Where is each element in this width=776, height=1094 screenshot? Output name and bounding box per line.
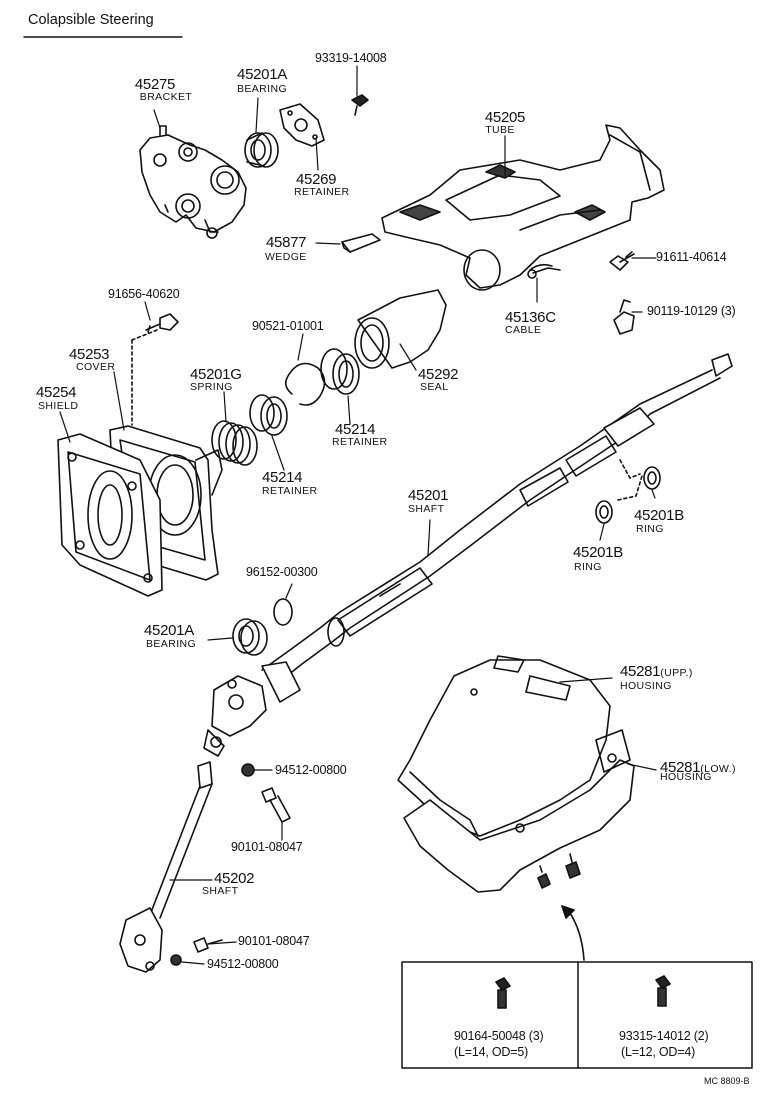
part-45205-number: 45205: [484, 109, 526, 126]
part-45281-upper-number: 45281: [620, 663, 661, 680]
part-45281-lower-caption: HOUSING: [660, 771, 712, 783]
inset-screw-left-drawing: [495, 977, 511, 1009]
part-90101-upper-number: 90101-08047: [231, 840, 303, 854]
part-45201a-lower-number: 45201A: [144, 622, 194, 639]
part-45136c-caption: CABLE: [505, 324, 542, 336]
intermediate-shaft-drawing: [119, 761, 213, 973]
part-91656-number: 91656-40620: [108, 287, 180, 301]
bolt-90119-drawing: [613, 299, 635, 335]
ring-left-drawing: [595, 500, 613, 524]
nut-upper-drawing: [241, 763, 255, 777]
part-45136c-number: 45136C: [505, 309, 556, 326]
part-45205-caption: TUBE: [485, 124, 515, 136]
part-45269-caption: RETAINER: [294, 186, 350, 198]
inset-screw-right-drawing: [655, 975, 671, 1007]
part-45292-caption: SEAL: [420, 381, 449, 393]
seal-drawing: [354, 289, 447, 369]
part-90119-number: 90119-10129 (3): [647, 304, 736, 318]
bearing-lower-drawing: [232, 618, 268, 656]
main-shaft-drawing: [261, 353, 733, 687]
part-45201g-caption: SPRING: [190, 381, 233, 393]
bearing-top-drawing: [244, 132, 279, 168]
cover-shield-drawing: [57, 425, 223, 597]
part-94512-upper-number: 94512-00800: [275, 763, 347, 777]
retainer-plate-drawing: [279, 103, 325, 147]
part-96152-number: 96152-00300: [246, 565, 318, 579]
part-45214-right-number: 45214: [335, 421, 376, 438]
retainer-ring-right-drawing: [320, 348, 360, 395]
part-45253-number: 45253: [69, 346, 110, 363]
part-45214-right-caption: RETAINER: [332, 436, 388, 448]
ring-right-drawing: [643, 466, 661, 490]
inset-right-spec: (L=12, OD=4): [621, 1045, 696, 1059]
retainer-ring-left-drawing: [249, 394, 288, 436]
part-45275-number: 45275: [134, 76, 176, 93]
inset-left-spec: (L=14, OD=5): [454, 1045, 529, 1059]
inset-box: [401, 961, 753, 1069]
part-45201g-number: 45201G: [190, 366, 242, 383]
bolt-91611-drawing: [609, 251, 635, 271]
figure-code: MC 8809-B: [704, 1076, 750, 1086]
part-45214-left-number: 45214: [262, 469, 303, 486]
housing-screw-left-drawing: [537, 865, 551, 889]
part-45201b-right-caption: RING: [636, 523, 664, 535]
leader-lines: [59, 65, 657, 965]
part-94512-lower-number: 94512-00800: [207, 957, 279, 971]
part-45201a-lower-caption: BEARING: [146, 638, 197, 650]
housing-screw-right-drawing: [565, 853, 581, 879]
inset-arrow: [567, 909, 585, 961]
bolt-lower-drawing: [193, 937, 223, 953]
nut-lower-drawing: [170, 954, 182, 966]
part-45281-upper-qualifier: (UPP.): [660, 667, 693, 679]
part-45201-shaft-number: 45201: [408, 487, 449, 504]
bracket-drawing: [139, 125, 247, 239]
part-45292-number: 45292: [418, 366, 459, 383]
universal-joint-upper-drawing: [203, 661, 301, 757]
bolt-91656-drawing: [145, 313, 179, 333]
part-90521-number: 90521-01001: [252, 319, 324, 333]
inset-right-number: 93315-14012 (2): [619, 1029, 709, 1043]
part-90101-lower-number: 90101-08047: [238, 934, 310, 948]
part-45275-caption: BRACKET: [139, 91, 193, 103]
part-45877-caption: WEDGE: [265, 251, 307, 263]
part-45281-upper-caption: HOUSING: [620, 680, 672, 692]
page-title: Colapsible Steering: [28, 12, 154, 28]
inset-left-number: 90164-50048 (3): [454, 1029, 544, 1043]
tube-drawing: [381, 124, 665, 291]
bolt-upper-drawing: [261, 787, 291, 823]
part-45254-caption: SHIELD: [38, 400, 79, 412]
part-45214-left-caption: RETAINER: [262, 485, 318, 497]
part-45201a-top-number: 45201A: [237, 66, 287, 83]
screw-top-drawing: [351, 94, 369, 116]
snap-ring-drawing: [284, 362, 326, 406]
part-45201b-left-caption: RING: [574, 561, 602, 573]
lower-housing-drawing: [403, 729, 635, 893]
part-45202-caption: SHAFT: [202, 885, 239, 897]
part-45202-number: 45202: [214, 870, 255, 887]
part-45877-number: 45877: [266, 234, 307, 251]
part-45281-lower-number: 45281: [660, 759, 701, 776]
part-45201a-top-caption: BEARING: [236, 83, 288, 95]
cable-drawing: [532, 267, 561, 274]
part-45281-lower-qualifier: (LOW.): [700, 763, 736, 775]
part-45281-lower-label: 45281(LOW.): [660, 760, 736, 776]
wedge-drawing: [341, 233, 381, 253]
part-45201b-left-number: 45201B: [573, 544, 623, 561]
part-45201-shaft-caption: SHAFT: [408, 503, 445, 515]
part-45281-upper-label: 45281(UPP.): [620, 664, 693, 680]
part-91611-number: 91611-40614: [656, 250, 727, 264]
ring-96152-drawing: [273, 598, 293, 626]
part-45201b-right-number: 45201B: [634, 507, 684, 524]
part-45253-caption: COVER: [76, 361, 116, 373]
spring-drawing: [211, 420, 258, 466]
part-45269-number: 45269: [296, 171, 337, 188]
part-45254-number: 45254: [36, 384, 77, 401]
part-93319-number: 93319-14008: [315, 51, 387, 65]
